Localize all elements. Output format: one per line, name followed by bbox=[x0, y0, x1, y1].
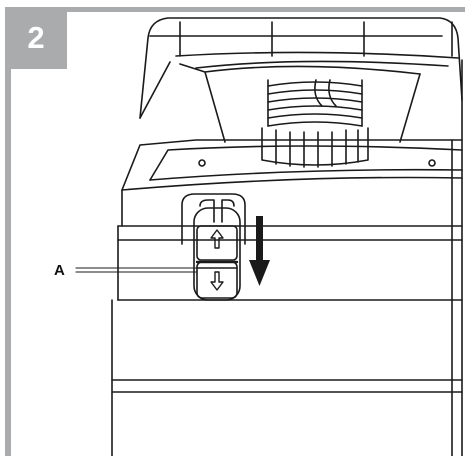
frame-border bbox=[5, 7, 465, 456]
direction-arrow-icon bbox=[249, 216, 270, 286]
safety-lock bbox=[181, 193, 246, 301]
up-arrow-icon bbox=[210, 229, 224, 249]
callout-label-a: A bbox=[54, 262, 65, 279]
callout-leader-line bbox=[75, 267, 197, 273]
jar-top bbox=[139, 17, 463, 143]
down-arrow-icon bbox=[210, 271, 224, 291]
base-top-plate bbox=[121, 139, 463, 191]
base-body bbox=[111, 59, 463, 456]
coupling-thread bbox=[261, 79, 369, 168]
step-number-badge: 2 bbox=[5, 7, 67, 69]
